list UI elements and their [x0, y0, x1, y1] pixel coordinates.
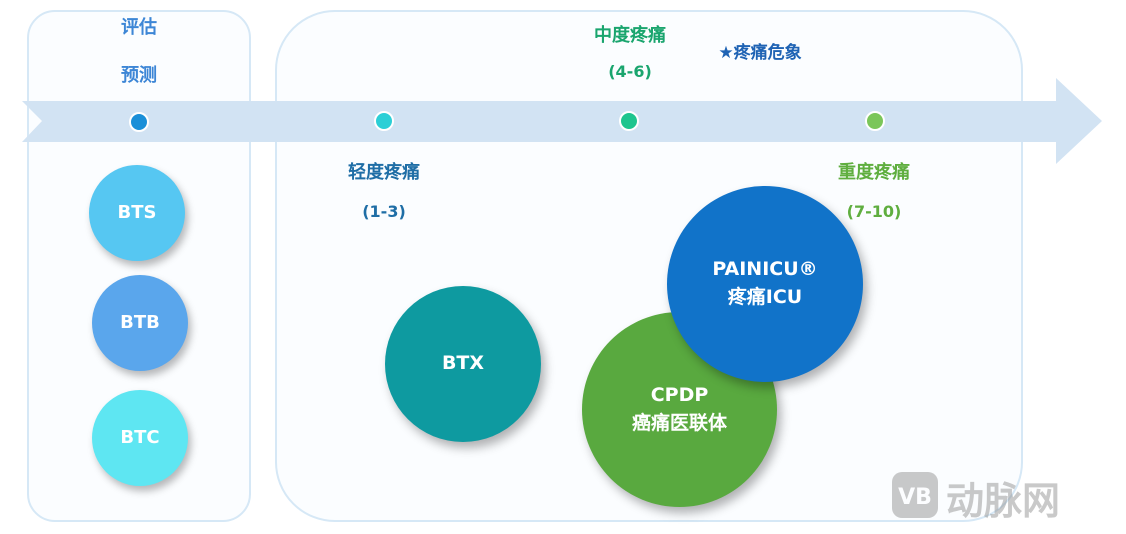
painicu-circle: PAINICU® 疼痛ICU: [667, 186, 863, 382]
timeline-dot-severe: [865, 111, 885, 131]
bts-circle: BTS: [89, 165, 185, 261]
watermark: VB 动脉网: [890, 468, 1120, 524]
timeline-dot-moderate: [619, 111, 639, 131]
cpdp-sublabel: 癌痛医联体: [631, 411, 727, 434]
cpdp-label: CPDP: [650, 383, 709, 406]
btc-label: BTC: [120, 426, 160, 448]
btb-label: BTB: [120, 311, 160, 333]
assessment-title: 评估: [121, 17, 157, 38]
pain-crisis-label: ★疼痛危象: [718, 43, 802, 63]
timeline-dot-assessment: [129, 112, 149, 132]
prediction-title: 预测: [121, 65, 157, 86]
watermark-logo-icon: VB: [892, 472, 938, 518]
painicu-sublabel: 疼痛ICU: [727, 286, 803, 308]
severe-pain-label: 重度疼痛: [838, 162, 910, 183]
timeline-dot-mild: [374, 111, 394, 131]
mild-pain-range: (1-3): [362, 202, 406, 221]
mild-pain-label: 轻度疼痛: [348, 162, 420, 183]
svg-text:VB: VB: [898, 485, 932, 510]
btx-circle: BTX: [385, 286, 541, 442]
watermark-text: 动脉网: [946, 479, 1061, 523]
btx-label: BTX: [441, 352, 485, 375]
btb-circle: BTB: [92, 275, 188, 371]
moderate-pain-label: 中度疼痛: [594, 25, 666, 46]
painicu-label: PAINICU®: [712, 258, 818, 281]
severe-pain-range: (7-10): [846, 202, 902, 221]
moderate-pain-range: (4-6): [608, 62, 652, 81]
btc-circle: BTC: [92, 390, 188, 486]
bts-label: BTS: [117, 201, 157, 223]
